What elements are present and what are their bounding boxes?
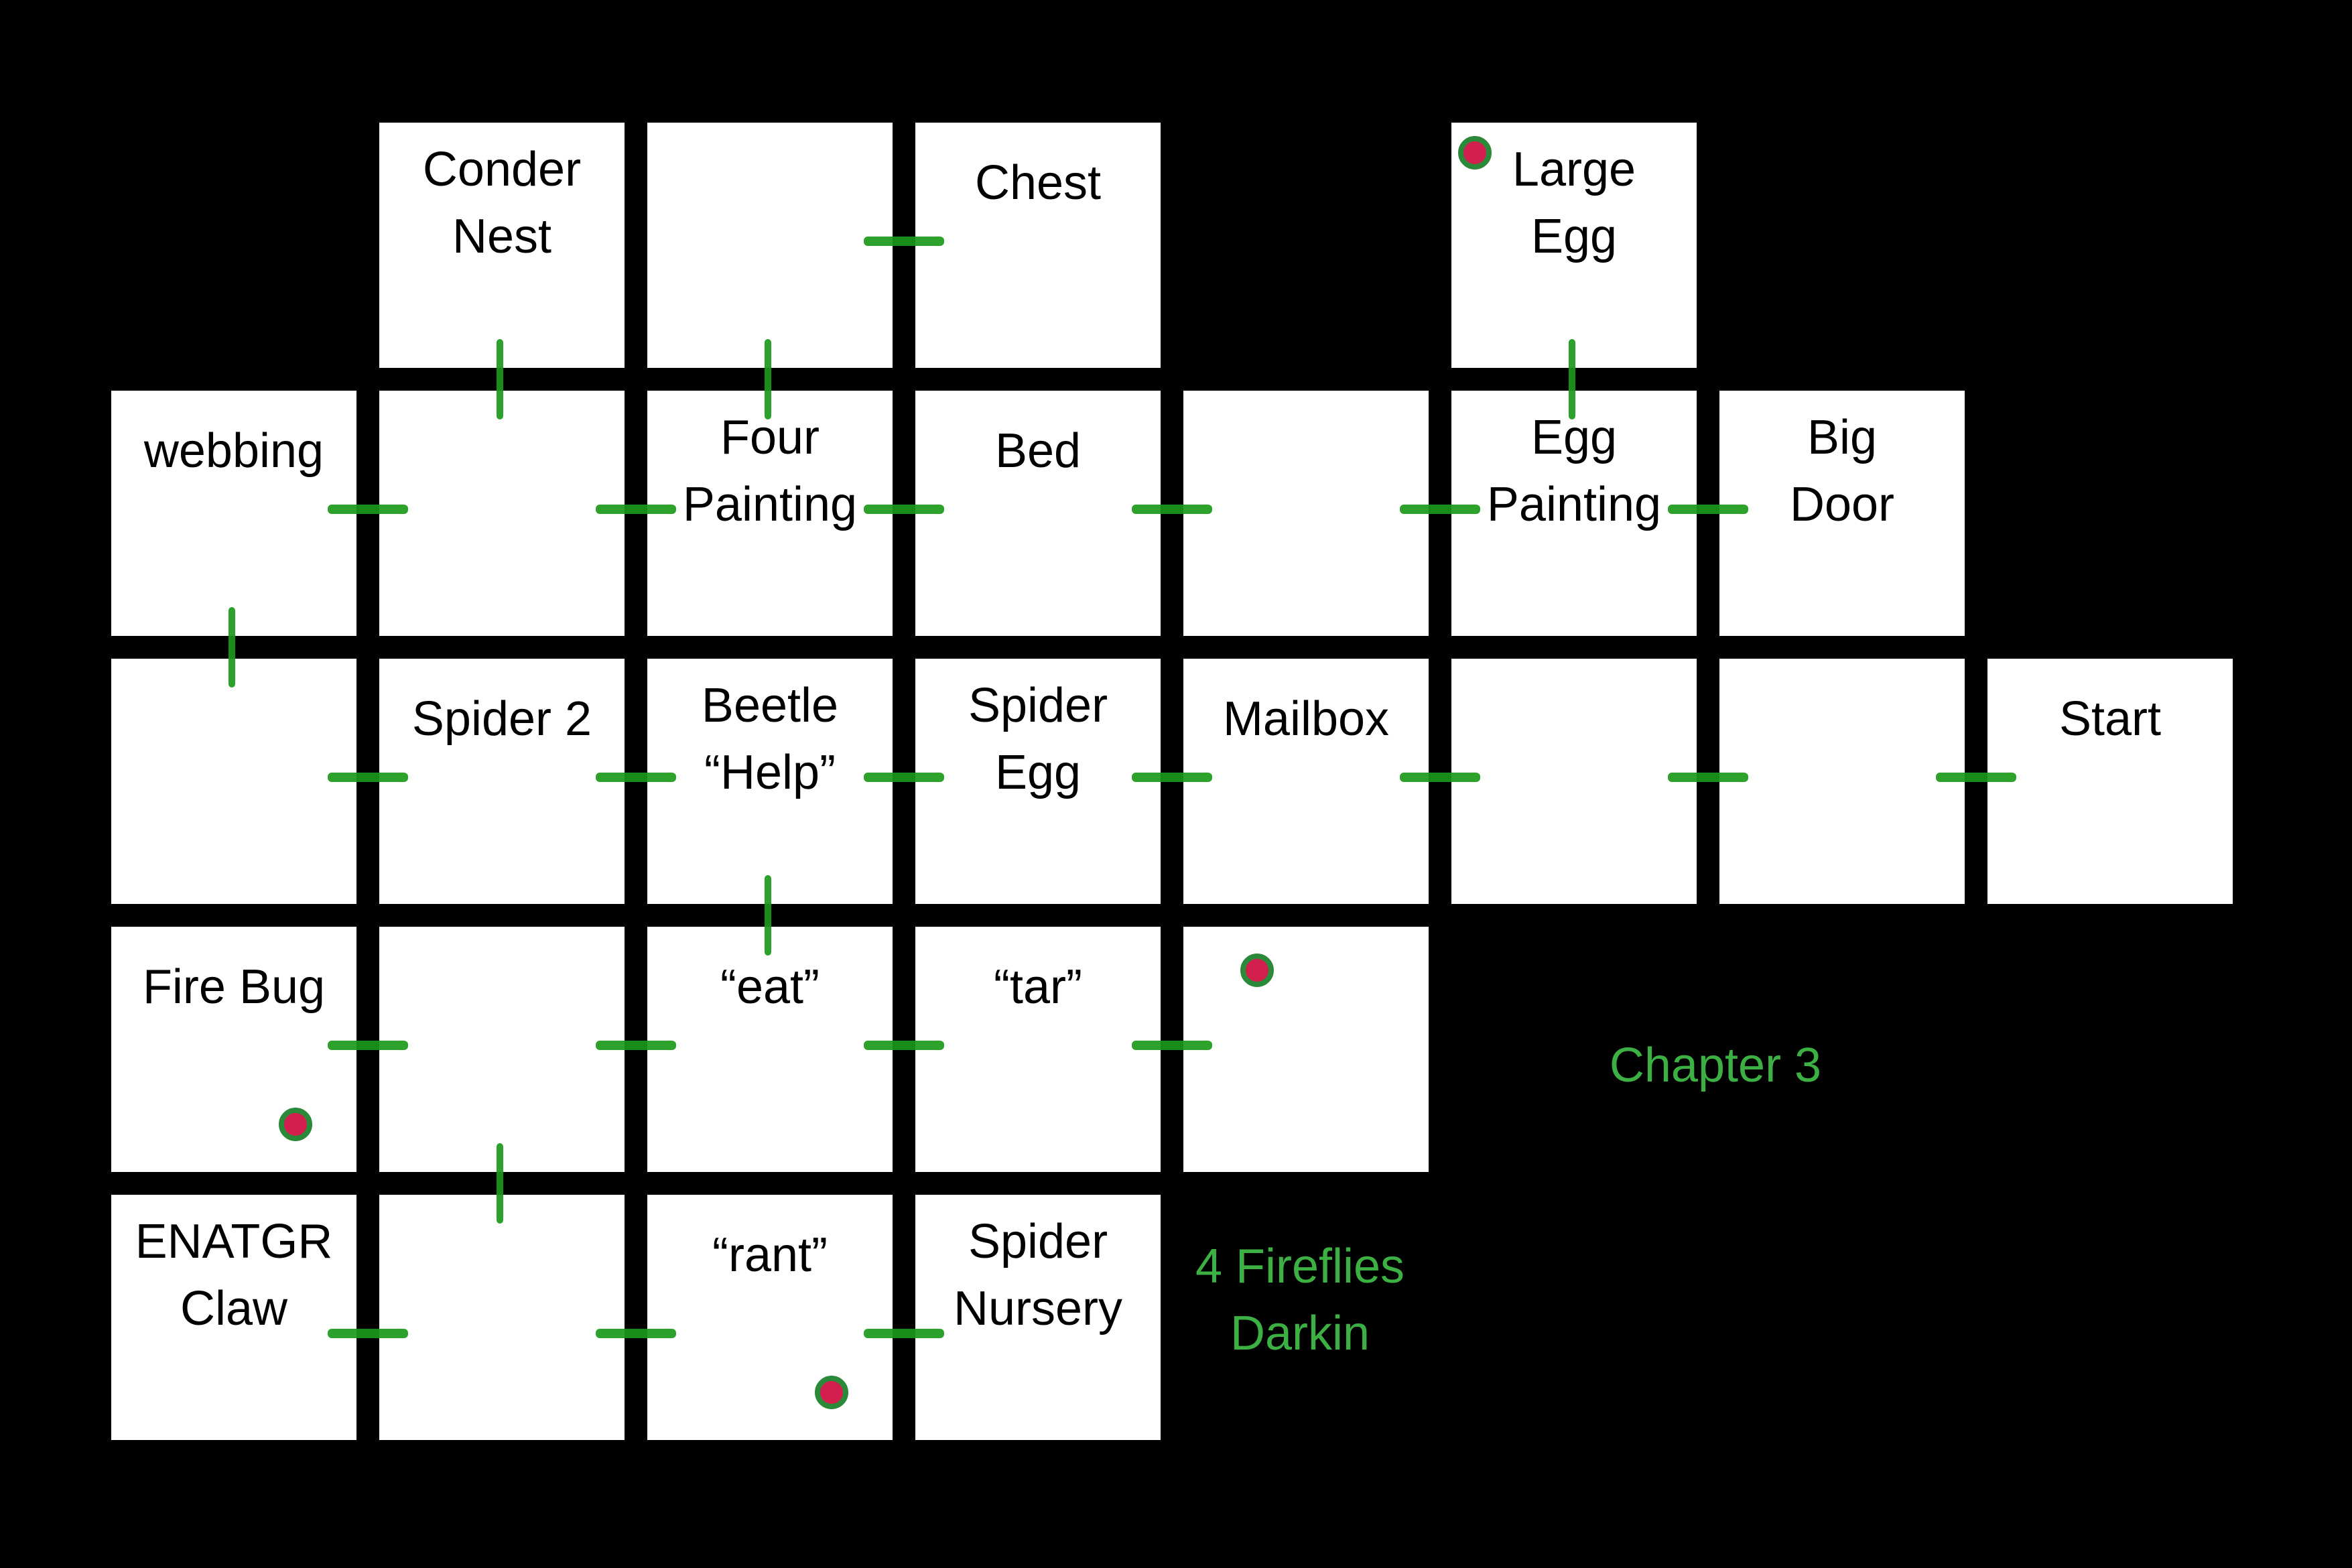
- door-connector: [1132, 505, 1212, 514]
- door-connector: [497, 1143, 503, 1224]
- door-connector: [328, 1329, 408, 1338]
- room-label: Bed: [994, 424, 1082, 478]
- door-connector: [1668, 773, 1748, 782]
- door-connector: [328, 773, 408, 782]
- room-r1c3: Bed: [915, 391, 1161, 636]
- collectible-marker-icon: [1458, 136, 1492, 170]
- room-r1c0: webbing: [111, 391, 356, 636]
- room-r2c2: Beetle “Help”: [647, 659, 893, 904]
- door-connector: [864, 237, 944, 246]
- door-connector: [596, 505, 676, 514]
- room-r3c3: “tar”: [915, 927, 1161, 1172]
- collectible-marker-icon: [279, 1108, 312, 1141]
- room-label: Fire Bug: [142, 960, 326, 1014]
- room-r1c2: Four Painting: [647, 391, 893, 636]
- door-connector: [596, 773, 676, 782]
- fireflies-note: 4 Fireflies Darkin: [1195, 1240, 1405, 1360]
- room-r1c1: [379, 391, 625, 636]
- room-r0c2: [647, 123, 893, 368]
- room-r3c0: Fire Bug: [111, 927, 356, 1172]
- room-label: Spider Nursery: [953, 1215, 1123, 1335]
- room-label: Large Egg: [1512, 143, 1636, 263]
- room-label: Spider Egg: [968, 679, 1108, 799]
- room-r3c4: [1183, 927, 1429, 1172]
- room-label: webbing: [143, 424, 324, 478]
- door-connector: [1400, 773, 1480, 782]
- room-r3c1: [379, 927, 625, 1172]
- room-r2c6: [1719, 659, 1965, 904]
- door-connector: [1569, 339, 1575, 419]
- room-label: Egg Painting: [1486, 411, 1662, 531]
- room-r1c6: Big Door: [1719, 391, 1965, 636]
- room-r2c7: Start: [1987, 659, 2233, 904]
- room-label: Start: [2059, 692, 2162, 746]
- room-label: “rant”: [712, 1228, 828, 1282]
- room-r2c0: [111, 659, 356, 904]
- door-connector: [497, 339, 503, 419]
- door-connector: [1936, 773, 2016, 782]
- door-connector: [328, 505, 408, 514]
- room-r2c1: Spider 2: [379, 659, 625, 904]
- door-connector: [596, 1041, 676, 1050]
- room-label: “eat”: [720, 960, 820, 1014]
- room-r2c4: Mailbox: [1183, 659, 1429, 904]
- door-connector: [228, 607, 235, 688]
- room-r4c1: [379, 1195, 625, 1440]
- room-label: Mailbox: [1222, 692, 1390, 746]
- collectible-marker-icon: [1240, 954, 1274, 987]
- room-r0c5: Large Egg: [1451, 123, 1697, 368]
- room-label: Beetle “Help”: [701, 679, 839, 799]
- room-label: ENATGR Claw: [135, 1215, 333, 1335]
- chapter-title: Chapter 3: [1609, 1039, 1822, 1092]
- door-connector: [596, 1329, 676, 1338]
- room-r4c0: ENATGR Claw: [111, 1195, 356, 1440]
- room-r0c1: Conder Nest: [379, 123, 625, 368]
- room-r4c3: Spider Nursery: [915, 1195, 1161, 1440]
- room-label: “tar”: [994, 960, 1082, 1014]
- door-connector: [1400, 505, 1480, 514]
- door-connector: [1132, 1041, 1212, 1050]
- door-connector: [765, 339, 771, 419]
- room-r2c3: Spider Egg: [915, 659, 1161, 904]
- room-label: Conder Nest: [422, 143, 582, 263]
- room-label: Big Door: [1789, 411, 1895, 531]
- door-connector: [864, 1329, 944, 1338]
- room-r4c2: “rant”: [647, 1195, 893, 1440]
- door-connector: [328, 1041, 408, 1050]
- door-connector: [1132, 773, 1212, 782]
- door-connector: [765, 875, 771, 956]
- door-connector: [864, 1041, 944, 1050]
- door-connector: [864, 773, 944, 782]
- room-label: Chest: [974, 156, 1102, 210]
- door-connector: [864, 505, 944, 514]
- collectible-marker-icon: [815, 1376, 848, 1409]
- room-r2c5: [1451, 659, 1697, 904]
- room-r1c4: [1183, 391, 1429, 636]
- room-label: Spider 2: [411, 692, 592, 746]
- room-r1c5: Egg Painting: [1451, 391, 1697, 636]
- room-r0c3: Chest: [915, 123, 1161, 368]
- room-r3c2: “eat”: [647, 927, 893, 1172]
- door-connector: [1668, 505, 1748, 514]
- room-label: Four Painting: [682, 411, 858, 531]
